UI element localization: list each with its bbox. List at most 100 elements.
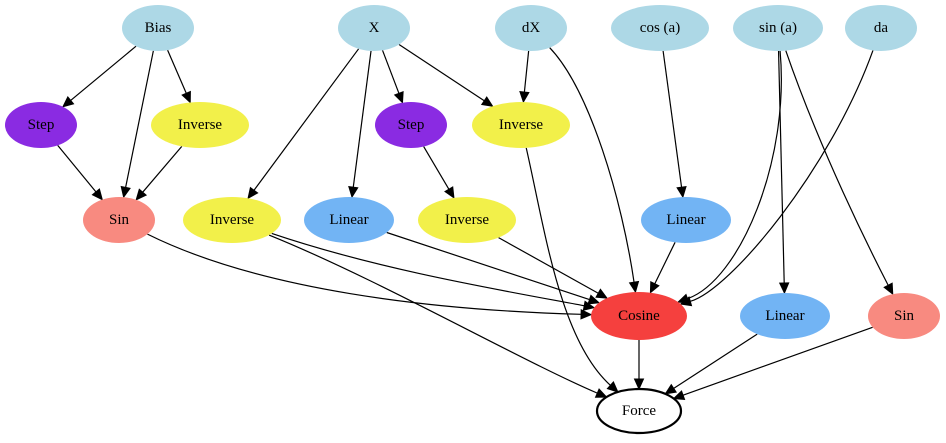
edge-line — [253, 48, 360, 191]
edge-sin1-to-cosine — [147, 233, 593, 320]
node-label: Inverse — [499, 117, 543, 133]
node-cosine: Cosine — [591, 292, 687, 340]
node-inv4: Inverse — [418, 197, 516, 243]
edge-inv2-to-force — [525, 147, 619, 393]
edge-dx-to-cosine — [549, 47, 640, 294]
arrowhead — [135, 188, 148, 201]
edge-lin3-to-force — [664, 333, 758, 395]
edge-line — [785, 50, 889, 286]
edge-line — [687, 50, 782, 300]
edge-sina-to-sin2 — [785, 50, 894, 296]
node-lin3: Linear — [740, 293, 830, 339]
node-label: Inverse — [445, 212, 489, 228]
node-label: dX — [522, 20, 541, 36]
node-ellipse — [338, 5, 410, 51]
edge-line — [386, 231, 590, 301]
node-label: Sin — [894, 308, 915, 324]
edge-line — [654, 242, 676, 284]
edge-inv3-to-force — [268, 234, 608, 398]
edge-cosa-to-lin2 — [662, 50, 687, 199]
node-sin1: Sin — [83, 197, 155, 243]
edge-line — [523, 50, 530, 93]
node-ellipse — [845, 5, 917, 51]
node-ellipse — [5, 102, 77, 148]
edges-layer — [57, 44, 894, 400]
node-label: Inverse — [178, 117, 222, 133]
arrowhead — [91, 188, 104, 201]
edge-bias-to-sin1 — [120, 50, 154, 199]
node-label: X — [369, 20, 380, 36]
arrowhead — [247, 186, 259, 200]
node-x: X — [338, 5, 410, 51]
edge-line — [147, 233, 582, 315]
arrowhead — [587, 294, 601, 305]
edge-da-to-cosine — [679, 50, 874, 307]
edge-line — [271, 232, 585, 307]
edge-line — [398, 44, 485, 102]
edge-line — [662, 50, 683, 188]
edge-x-to-lin1 — [348, 50, 372, 199]
node-bias: Bias — [122, 5, 194, 51]
arrowhead — [649, 280, 660, 294]
node-sin2: Sin — [868, 293, 940, 339]
node-label: Inverse — [210, 212, 254, 228]
node-step2: Step — [375, 102, 447, 148]
edge-line — [381, 50, 400, 94]
node-lin2: Linear — [641, 197, 731, 243]
node-cosa: cos (a) — [611, 5, 709, 51]
edge-line — [682, 326, 873, 396]
node-label: Sin — [109, 212, 130, 228]
edge-line — [498, 237, 599, 294]
edge-x-to-inv3 — [247, 48, 360, 200]
node-ellipse — [733, 5, 823, 51]
edge-line — [525, 147, 611, 386]
edge-line — [268, 234, 598, 394]
edge-line — [142, 145, 183, 193]
node-ellipse — [183, 197, 281, 243]
edge-line — [352, 50, 372, 188]
edge-sina-to-lin3 — [777, 50, 790, 295]
node-inv1: Inverse — [151, 102, 249, 148]
arrowhead — [676, 185, 687, 199]
arrowhead — [633, 378, 645, 391]
edge-cosine-to-force — [633, 340, 645, 391]
node-ellipse — [868, 293, 940, 339]
arrowhead — [628, 280, 640, 294]
arrowhead — [519, 91, 530, 104]
node-da: da — [845, 5, 917, 51]
edge-inv3-to-cosine — [271, 232, 596, 311]
node-dx: dX — [495, 5, 567, 51]
arrowhead — [594, 388, 608, 398]
edge-inv4-to-cosine — [498, 237, 609, 299]
node-ellipse — [304, 197, 394, 243]
node-ellipse — [418, 197, 516, 243]
arrowhead — [444, 186, 455, 199]
node-force: Force — [595, 387, 683, 435]
node-label: Step — [398, 117, 425, 133]
edge-x-to-inv2 — [398, 44, 494, 107]
arrowhead — [672, 390, 686, 400]
edge-inv1-to-sin1 — [135, 145, 183, 201]
edge-line — [70, 45, 137, 101]
edge-lin1-to-cosine — [386, 231, 601, 305]
node-lin1: Linear — [304, 197, 394, 243]
node-ellipse — [122, 5, 194, 51]
node-step1: Step — [5, 102, 77, 148]
node-ellipse — [740, 293, 830, 339]
node-ellipse — [151, 102, 249, 148]
node-ellipse — [611, 5, 709, 51]
node-label: Linear — [666, 212, 705, 228]
arrowhead — [480, 96, 494, 107]
node-ellipse — [495, 5, 567, 51]
node-label: Bias — [145, 20, 172, 36]
edge-line — [777, 50, 785, 284]
node-label: cos (a) — [640, 20, 680, 36]
edge-x-to-step2 — [381, 50, 404, 104]
node-ellipse — [375, 102, 447, 148]
arrowhead — [595, 288, 609, 299]
edge-line — [690, 50, 874, 302]
edge-dx-to-inv2 — [519, 50, 530, 104]
node-ellipse — [641, 197, 731, 243]
